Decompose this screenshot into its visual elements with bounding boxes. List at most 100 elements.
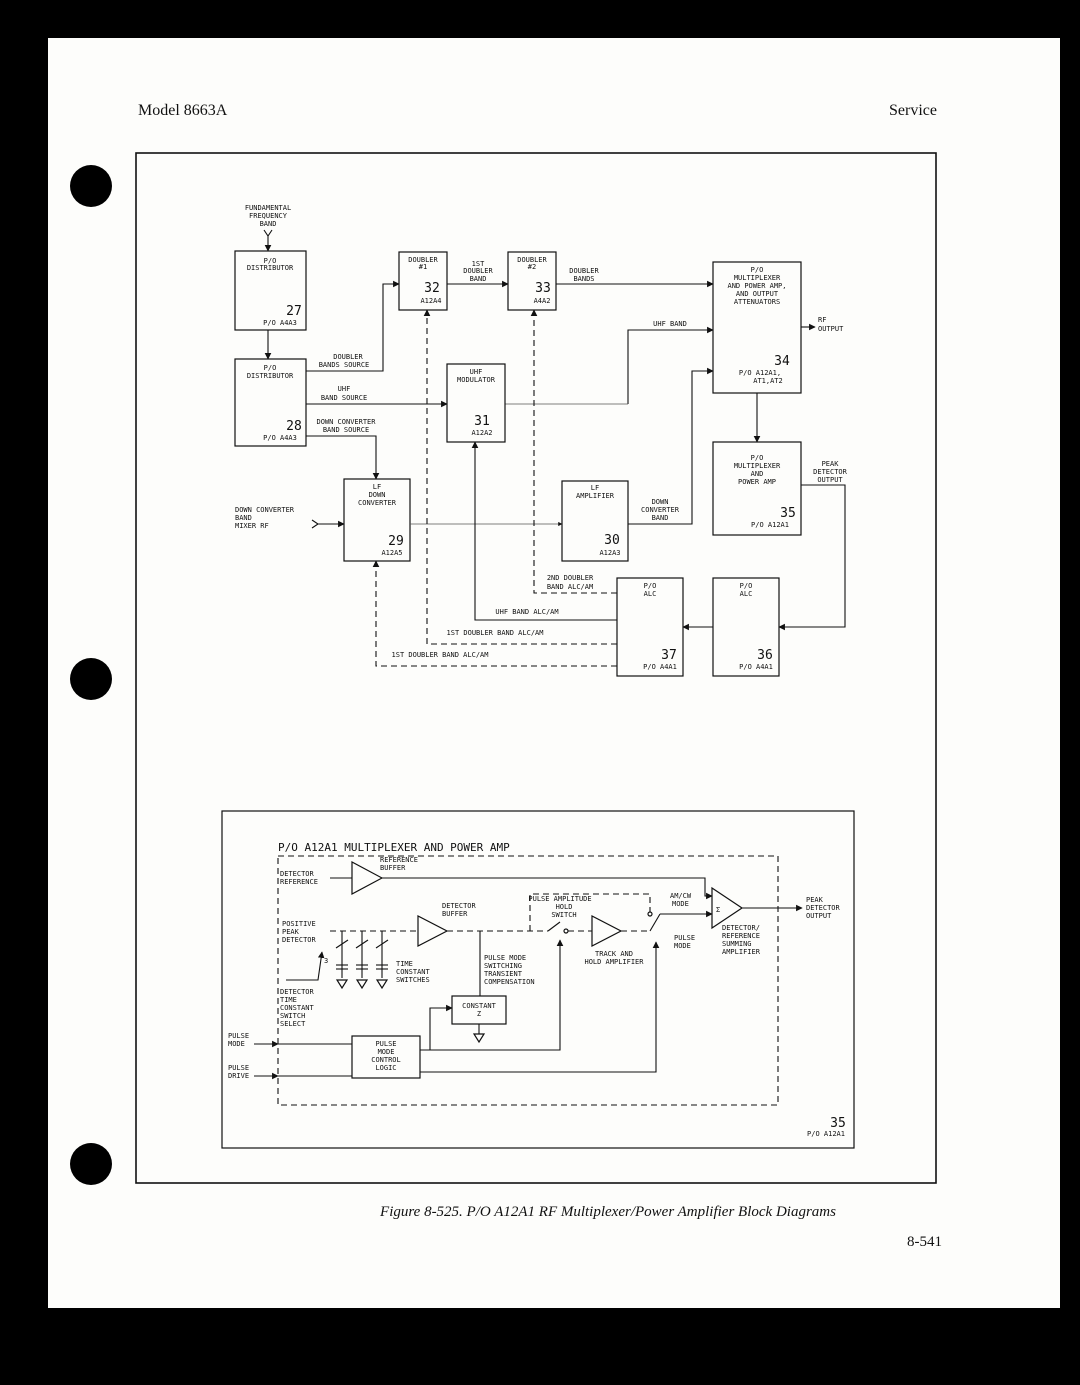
diagram-label: MODE: [672, 900, 689, 908]
diagram-label: REFERENCE: [280, 878, 318, 886]
document-page: Model 8663A Service Figure 8-525. P/O A1…: [48, 38, 1060, 1308]
detector-reference-label: DETECTOR: [280, 870, 315, 878]
diagram-label: 3: [324, 957, 328, 965]
lf-amplifier-block: LF AMPLIFIER 30 A12A3: [561, 480, 629, 562]
header-section: Service: [889, 102, 937, 119]
diagram-label: DETECTOR: [806, 904, 841, 912]
diagram-label: A4A2: [534, 297, 551, 305]
pulse-amplitude-hold-label: PULSE AMPLITUDE: [528, 895, 591, 903]
diagram-label: P/O A12A1: [751, 521, 789, 529]
pulse-mode-control-logic-block: PULSE MODE CONTROL LOGIC: [351, 1035, 421, 1079]
summing-amplifier-icon: [711, 886, 744, 930]
diagram-label: 31: [474, 414, 490, 429]
diagram-label: MODE: [378, 1048, 395, 1056]
track-hold-amp-icon: [591, 915, 623, 947]
diagram-label: Z: [477, 1010, 481, 1018]
am-cw-mode-label: AM/CW: [670, 892, 692, 900]
diagram-label: REFERENCE: [380, 856, 418, 864]
reference-buffer-icon: [351, 861, 384, 895]
first-doubler-alc-label-b: 1ST DOUBLER BAND ALC/AM: [392, 651, 489, 659]
diagram-label: P/O A4A1: [643, 663, 677, 671]
diagram-label: BAND SOURCE: [321, 394, 367, 402]
diagram-label: AMPLIFIER: [722, 948, 761, 956]
figure-caption: Figure 8-525. P/O A12A1 RF Multiplexer/P…: [380, 1204, 836, 1220]
diagram-label: DOWN: [369, 491, 386, 499]
uhf-modulator-block: UHF MODULATOR 31 A12A2: [446, 363, 506, 443]
diagram-label: LF: [591, 484, 599, 492]
diagram-label: REFERENCE: [722, 932, 760, 940]
track-hold-label: TRACK AND: [595, 950, 633, 958]
diagram-label: PULSE: [375, 1040, 396, 1048]
diagram-label: BAND SOURCE: [323, 426, 369, 434]
diagram-label: ALC: [740, 590, 753, 598]
diagram-label: A12A2: [471, 429, 492, 437]
diagram-label: A12A3: [599, 549, 620, 557]
rf-output-label: RF: [818, 316, 826, 324]
uhf-alc-label: UHF BAND ALC/AM: [495, 608, 558, 616]
diagram-label: ATTENUATORS: [734, 298, 780, 306]
diagram-label: MIXER RF: [235, 522, 269, 530]
diagram-label: BAND ALC/AM: [547, 583, 593, 591]
multiplexer-34-block: P/O MULTIPLEXER AND POWER AMP, AND OUTPU…: [712, 261, 802, 394]
time-constant-switches-icon: [335, 931, 389, 990]
diagram-label: HOLD: [556, 903, 573, 911]
binder-hole-icon: [70, 165, 112, 207]
diagram-label: P/O A4A3: [263, 319, 297, 327]
diagram-label: LF: [373, 483, 381, 491]
diagram-label: TIME: [280, 996, 297, 1004]
diagram-label: BANDS: [573, 275, 594, 283]
diagram-label: 37: [661, 648, 677, 663]
second-doubler-alc-label: 2ND DOUBLER: [547, 574, 594, 582]
detector-time-constant-label: DETECTOR: [280, 988, 315, 996]
pulse-mode-switch-label: PULSE: [674, 934, 695, 942]
pulse-drive-input-label: PULSE: [228, 1064, 249, 1072]
diagram-label: 33: [535, 281, 551, 296]
pulse-mode-switching-label: PULSE MODE: [484, 954, 526, 962]
diagram-label: OUTPUT: [818, 325, 844, 333]
distributor-27-block: P/O DISTRIBUTOR 27 P/O A4A3: [234, 250, 307, 331]
diagram-label: DISTRIBUTOR: [247, 264, 294, 272]
bottom-ref-number: 35: [830, 1116, 846, 1131]
diagram-label: A12A5: [381, 549, 402, 557]
top-block-diagram: FUNDAMENTAL FREQUENCY BAND P/O DISTRIBUT…: [234, 204, 848, 677]
diagram-label: CONVERTER: [358, 499, 397, 507]
diagram-label: SWITCHING: [484, 962, 522, 970]
diagram-label: #2: [528, 263, 536, 271]
diagram-label: PEAK: [282, 928, 300, 936]
diagram-label: 28: [286, 419, 302, 434]
diagram-label: DOUBLER: [463, 267, 493, 275]
diagram-label: MODULATOR: [457, 376, 496, 384]
diagram-label: P/O: [644, 582, 657, 590]
peak-detector-output-label-2: PEAK: [806, 896, 824, 904]
diagram-label: COMPENSATION: [484, 978, 535, 986]
detector-buffer-icon: [417, 915, 449, 947]
first-doubler-band-label: 1ST: [472, 260, 485, 268]
diagram-label: P/O: [264, 364, 277, 372]
diagram-label: CONVERTER: [641, 506, 680, 514]
lf-down-converter-block: LF DOWN CONVERTER 29 A12A5: [343, 478, 411, 562]
diagram-label: BAND: [235, 514, 252, 522]
down-converter-mixer-label: DOWN CONVERTER: [235, 506, 295, 514]
diagram-label: 29: [388, 534, 404, 549]
diagram-label: SWITCH: [551, 911, 576, 919]
diagram-label: BANDS SOURCE: [319, 361, 370, 369]
bottom-title: P/O A12A1 MULTIPLEXER AND POWER AMP: [278, 841, 510, 854]
diagram-label: SUMMING: [722, 940, 752, 948]
doubler-bands-source-label: DOUBLER: [333, 353, 363, 361]
diagram-label: LOGIC: [375, 1064, 396, 1072]
diagram-label: DRIVE: [228, 1072, 249, 1080]
diagram-label: CONSTANT: [396, 968, 431, 976]
pulse-mode-input-label: PULSE: [228, 1032, 249, 1040]
diagram-label: TRANSIENT: [484, 970, 523, 978]
diagram-label: DETECTOR: [813, 468, 848, 476]
diagram-label: CONTROL: [371, 1056, 401, 1064]
diagram-label: MODE: [674, 942, 691, 950]
diagram-label: P/O A12A1: [807, 1130, 845, 1138]
diagram-label: CONSTANT: [462, 1002, 497, 1010]
diagram-label: DOUBLER: [408, 256, 438, 264]
diagram-label: DISTRIBUTOR: [247, 372, 294, 380]
diagram-label: SELECT: [280, 1020, 306, 1028]
bottom-frame: [221, 810, 855, 1149]
header-model: Model 8663A: [138, 102, 228, 119]
